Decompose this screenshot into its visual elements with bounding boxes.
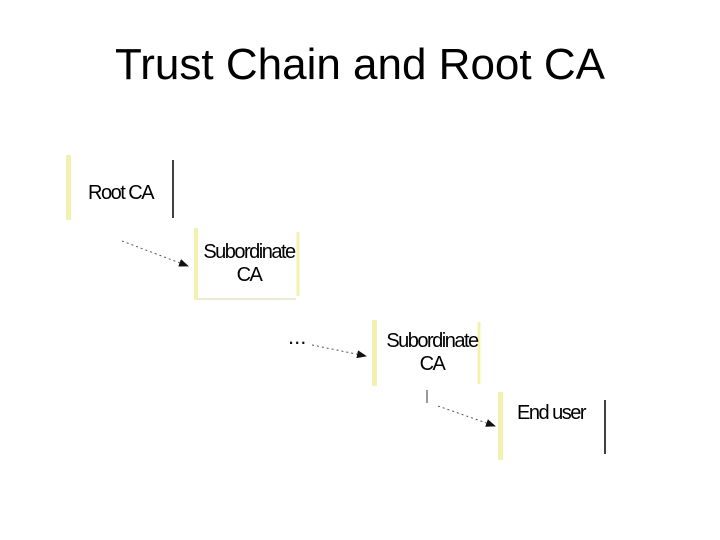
sub2-left-edge [372, 320, 377, 386]
sub2-label-line2: CA [420, 353, 447, 375]
sub2-label-line1: Subordinate [386, 330, 479, 352]
sub1-label-line1: Subordinate [203, 241, 296, 263]
connector-sub2-to-end [437, 405, 496, 427]
subordinate-ca-node-2: Subordinate CA [372, 320, 481, 386]
root-ca-left-edge [66, 155, 71, 220]
root-ca-node: Root CA [66, 155, 174, 220]
end-user-label: End user [517, 402, 587, 424]
root-ca-label: Root CA [88, 182, 155, 204]
sub1-left-edge [194, 228, 198, 300]
end-user-node: End user [498, 392, 606, 460]
end-user-left-edge [498, 392, 503, 460]
chain-ellipsis: ... [288, 324, 306, 349]
sub1-label-line2: CA [237, 264, 264, 286]
connector-root-to-sub1 [121, 240, 189, 267]
subordinate-ca-node-1: Subordinate CA [194, 228, 300, 300]
slide-title: Trust Chain and Root CA [115, 40, 605, 89]
connector-sub1-to-sub2 [311, 344, 367, 359]
